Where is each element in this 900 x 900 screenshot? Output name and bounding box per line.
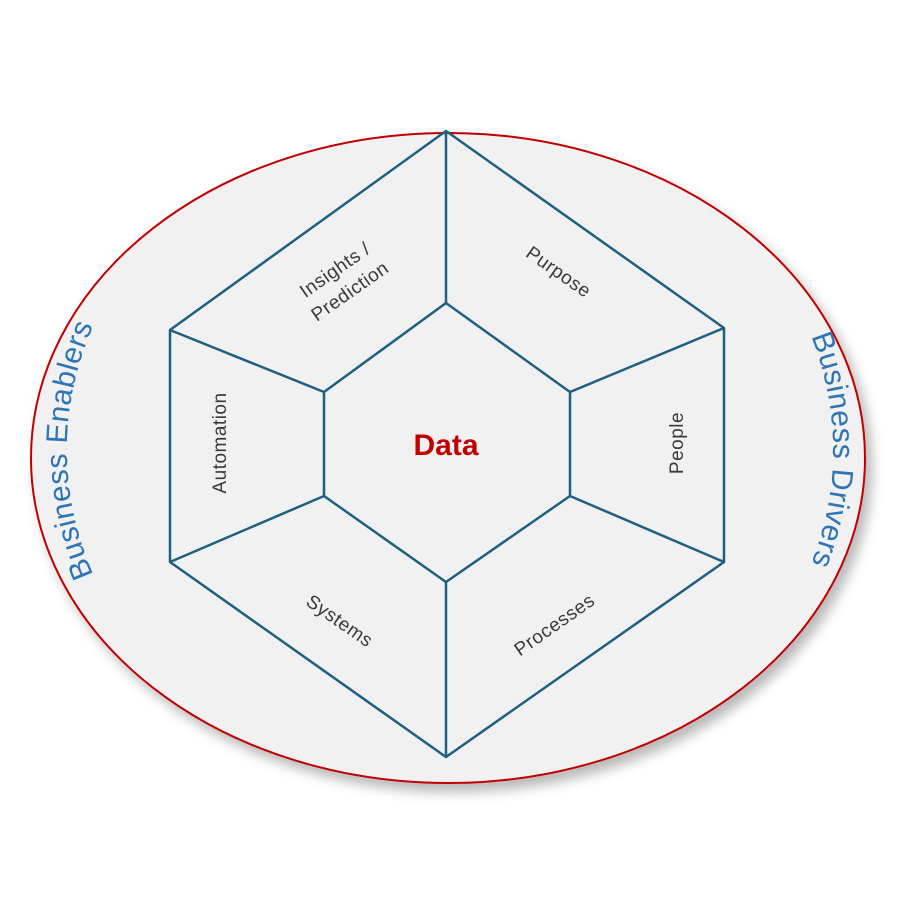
center-label: Data (413, 429, 478, 462)
segment-label-people: People (667, 412, 688, 474)
divider-bottom-left (169, 494, 325, 564)
segment-label-automation: Automation (210, 392, 231, 493)
segment-dividers (169, 131, 725, 757)
divider-top-left (169, 328, 325, 394)
divider-top-right (569, 326, 725, 394)
divider-bottom-right (569, 494, 725, 564)
